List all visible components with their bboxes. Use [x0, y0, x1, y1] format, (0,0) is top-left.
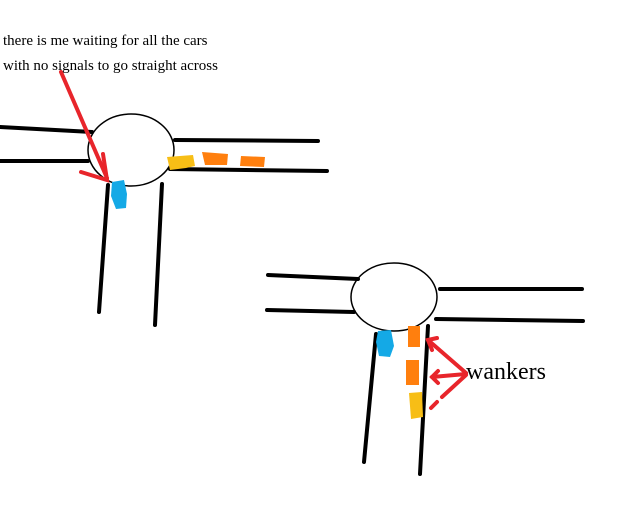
- yellow-car: [167, 155, 195, 170]
- cars-scene-2: [376, 326, 423, 419]
- roundabout-circle: [350, 262, 438, 332]
- road-edge: [418, 324, 430, 476]
- me-car: [376, 330, 394, 357]
- orange-car: [408, 326, 420, 347]
- orange-car: [406, 360, 419, 385]
- wankers-label: wankers: [466, 359, 546, 385]
- road-edge: [0, 125, 94, 134]
- roundabout-scene-2: [265, 262, 585, 476]
- road-edge: [266, 273, 360, 281]
- road-edge: [168, 167, 329, 173]
- road-edge: [362, 332, 378, 464]
- cars-scene-1: [111, 152, 265, 209]
- road-edge: [153, 182, 164, 327]
- me-car: [111, 180, 127, 209]
- roundabout-scene-1: [0, 113, 329, 327]
- road-edge: [97, 183, 110, 314]
- caption-line-2: with no signals to go straight across: [3, 58, 218, 74]
- orange-car: [240, 156, 265, 167]
- road-edge: [265, 308, 356, 314]
- orange-car: [202, 152, 228, 165]
- road-edge: [173, 138, 320, 143]
- caption-line-1: there is me waiting for all the cars: [3, 33, 208, 49]
- yellow-car: [409, 392, 423, 419]
- arrow-to-me: [59, 70, 110, 183]
- road-edge: [434, 317, 585, 323]
- arrows-to-cars: [425, 336, 468, 410]
- roundabout-circle: [87, 113, 175, 187]
